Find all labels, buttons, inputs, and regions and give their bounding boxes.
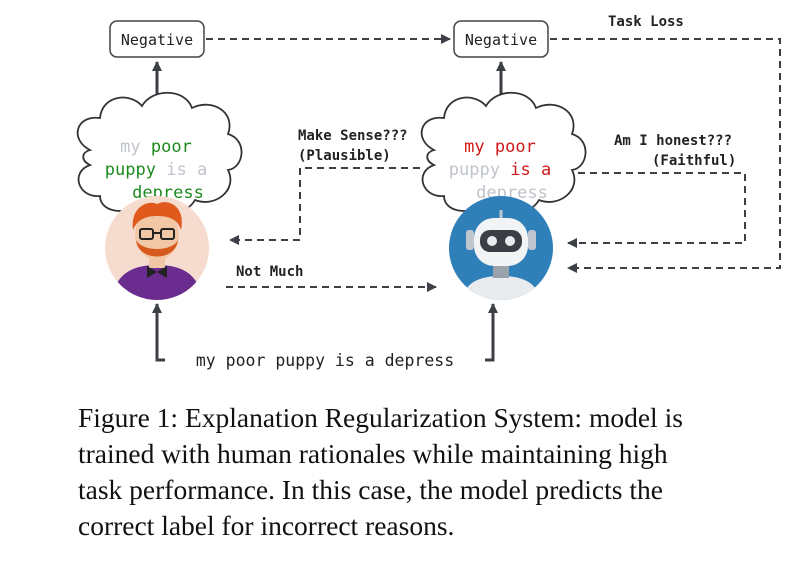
svg-text:my poor: my poor <box>120 137 192 157</box>
model-token-my: my <box>464 137 484 157</box>
figure-caption: Figure 1: Explanation Regularization Sys… <box>78 400 793 544</box>
model-token-is: is <box>510 160 530 180</box>
human-token-poor: poor <box>151 137 192 157</box>
human-avatar <box>105 196 209 300</box>
task-loss-label: Task Loss <box>608 14 684 30</box>
human-thought-cloud: my poor puppy is a depress <box>76 91 243 215</box>
human-token-a: a <box>197 160 207 180</box>
input-to-model-arrow <box>485 303 498 362</box>
model-prediction-label: Negative <box>465 31 537 49</box>
human-prediction-label: Negative <box>121 31 193 49</box>
task-loss-arrow <box>550 38 781 273</box>
robot-avatar <box>449 196 553 300</box>
svg-text:puppy is a: puppy is a <box>105 160 207 180</box>
caption-line-4: correct label for incorrect reasons. <box>78 510 455 541</box>
model-prediction-box: Negative <box>453 20 549 58</box>
human-prediction-box: Negative <box>109 20 205 58</box>
not-much-label: Not Much <box>236 264 303 280</box>
plausibility-arrow <box>229 167 420 245</box>
input-to-human-arrow <box>152 303 165 362</box>
input-sentence: my poor puppy is a depress <box>196 351 454 370</box>
model-token-a: a <box>541 160 551 180</box>
explanation-regularization-diagram: Negative Negative Task Loss my poor pupp… <box>76 14 781 370</box>
svg-text:my poor: my poor <box>464 137 536 157</box>
human-token-is: is <box>166 160 186 180</box>
human-token-puppy: puppy <box>105 160 156 180</box>
caption-line-3: task performance. In this case, the mode… <box>78 474 663 505</box>
caption-line-2: trained with human rationales while main… <box>78 438 668 469</box>
svg-text:puppy is a: puppy is a <box>449 160 551 180</box>
model-token-puppy: puppy <box>449 160 500 180</box>
human-token-my: my <box>120 137 140 157</box>
model-thought-cloud: my poor puppy is a depress <box>420 91 587 215</box>
model-token-poor: poor <box>495 137 536 157</box>
make-sense-label: Make Sense??? <box>298 128 408 144</box>
faithful-label: (Faithful) <box>652 153 736 169</box>
faithfulness-arrow <box>567 172 746 248</box>
caption-line-1: Figure 1: Explanation Regularization Sys… <box>78 402 683 433</box>
am-i-honest-label: Am I honest??? <box>614 133 732 149</box>
plausible-label: (Plausible) <box>298 148 391 164</box>
